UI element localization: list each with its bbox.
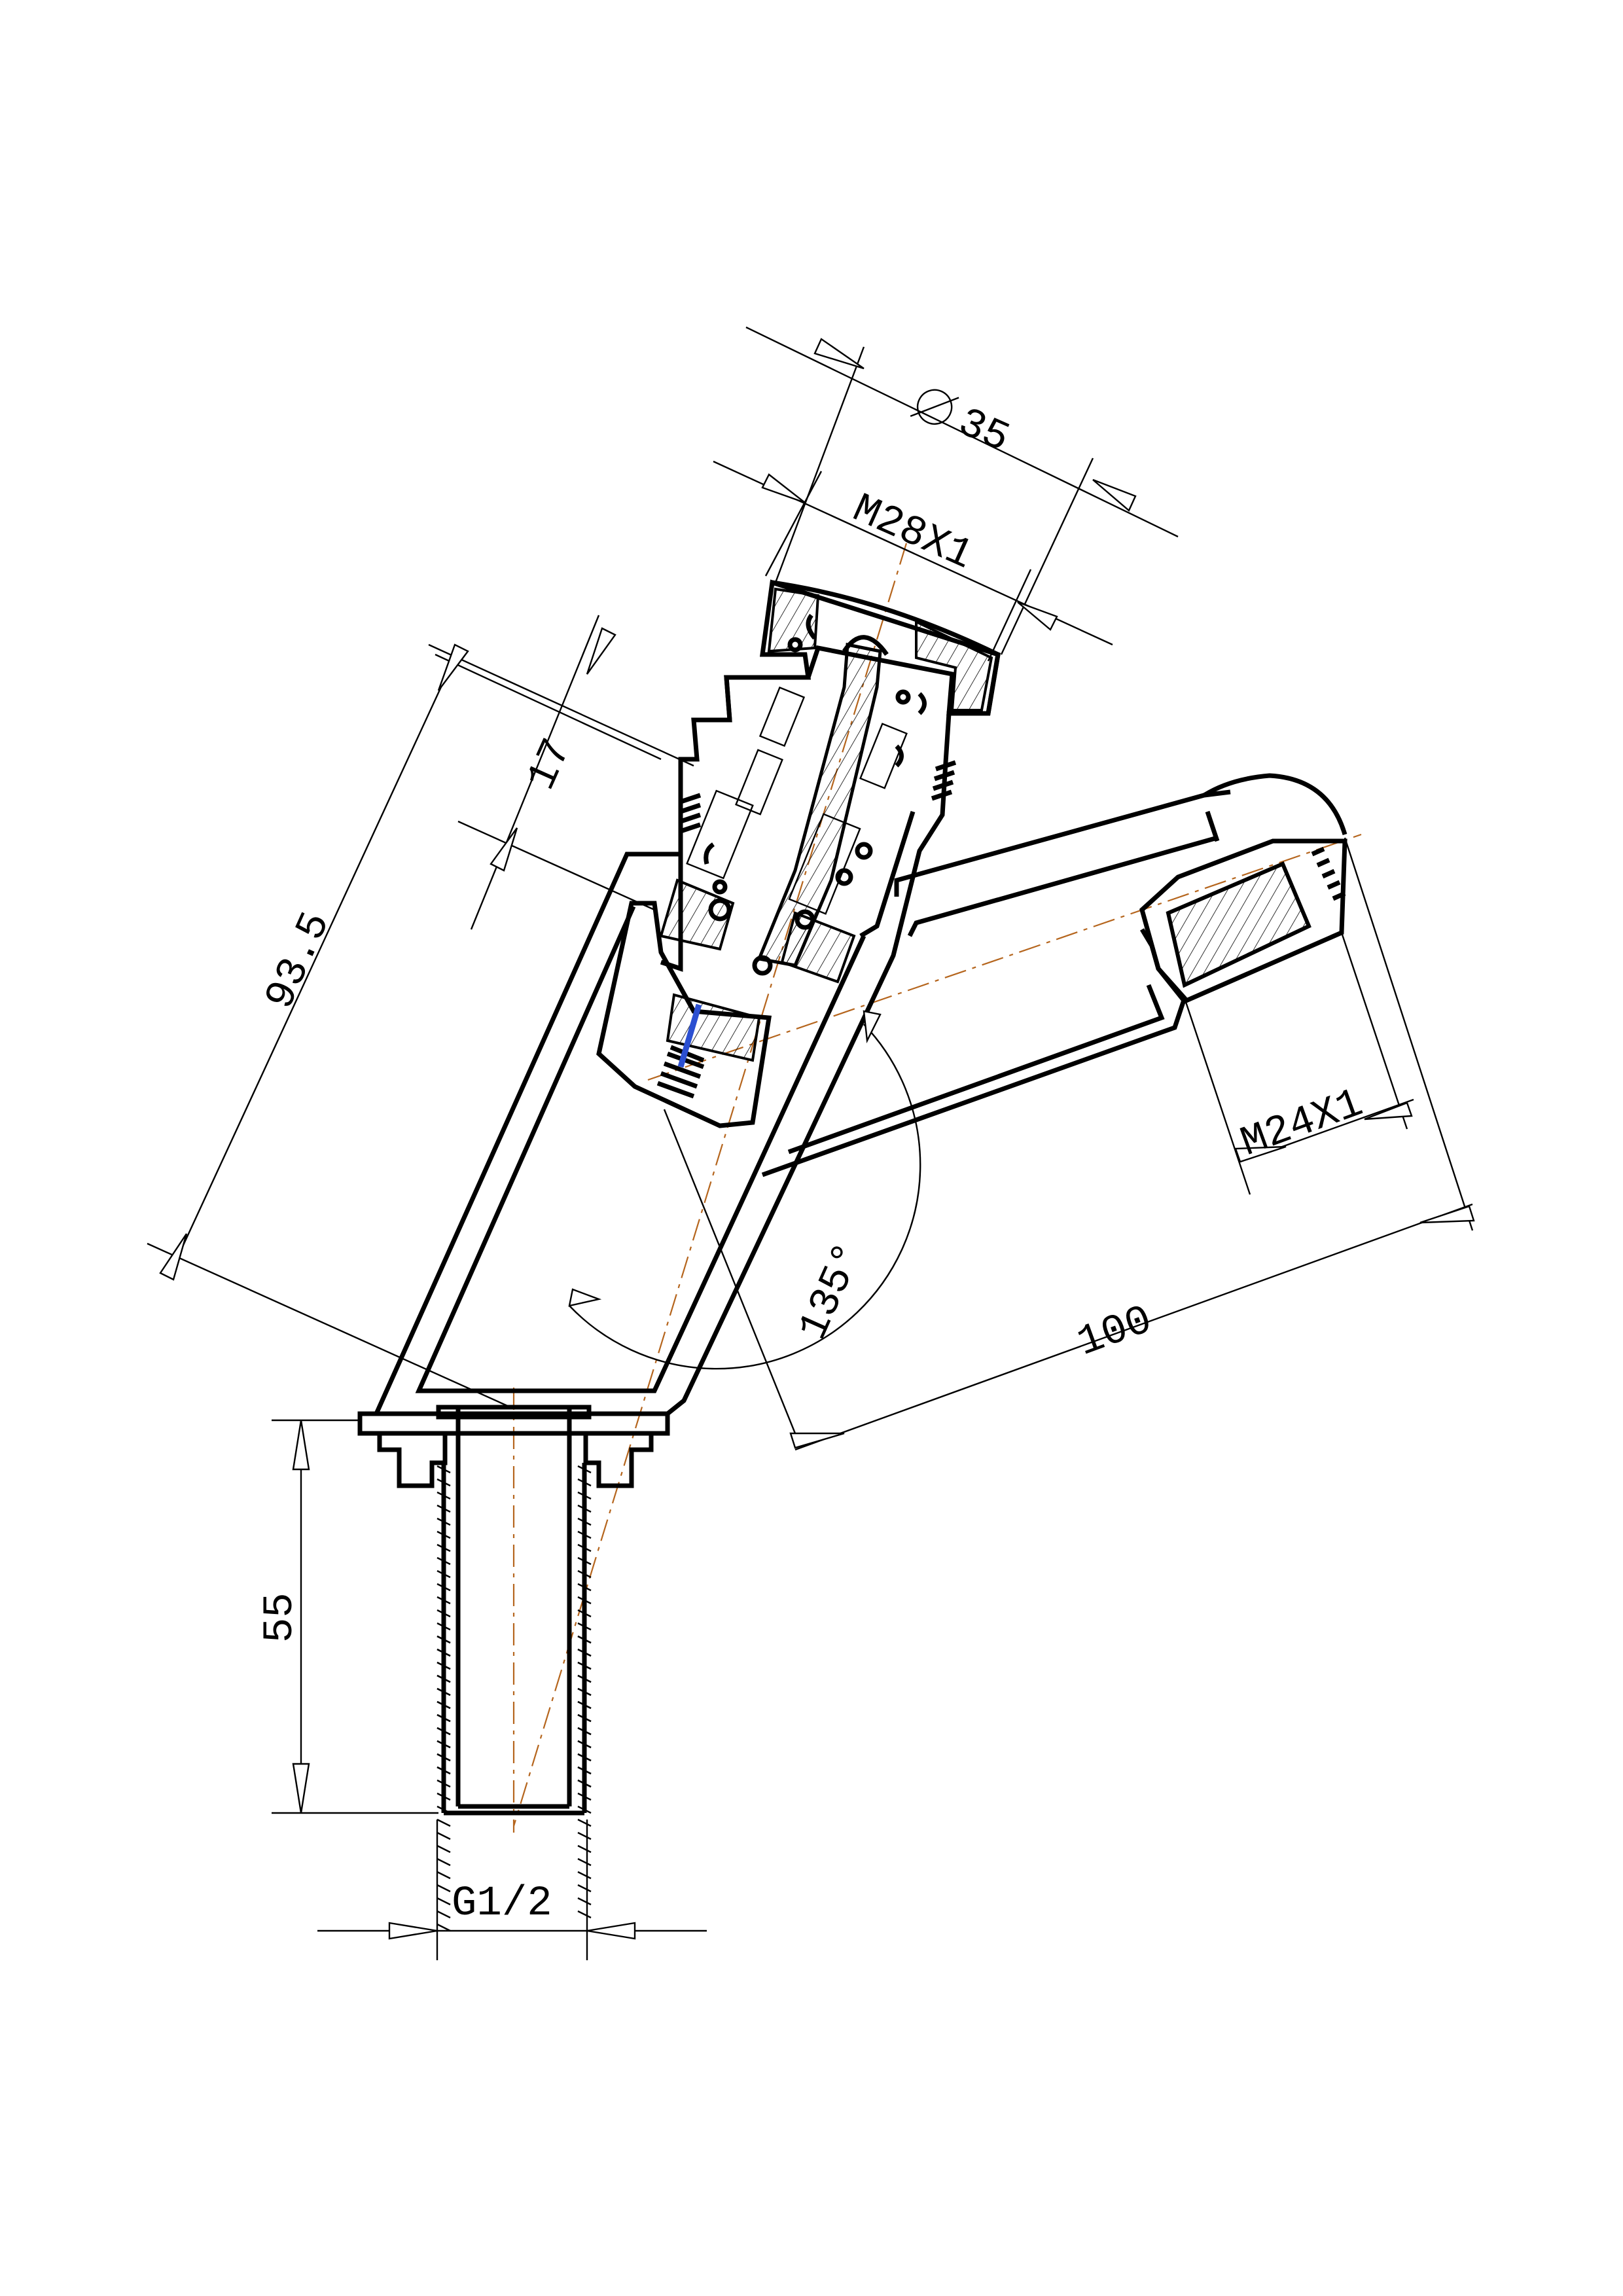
base-flange (357, 1411, 670, 1436)
cap-section-right (915, 619, 993, 711)
spout-inner-lower (787, 984, 1165, 1155)
cartridge-chamber (596, 901, 772, 1128)
aerator-insert (1166, 861, 1311, 988)
body-thread-marks (679, 760, 957, 834)
return-spring (656, 1003, 705, 1099)
aerator-thread (1311, 846, 1346, 901)
dimension-spout-length: 100 (789, 837, 1475, 1451)
shank-thread-right-2 (577, 1635, 592, 1919)
dim-spout-length-text: 100 (1071, 1297, 1158, 1367)
dim-inlet-thread-text: G1/2 (452, 1880, 552, 1928)
flange-right-nut (583, 1431, 654, 1488)
shank-collar (436, 1405, 592, 1420)
spout-inner-upper (907, 835, 1218, 937)
dimension-cap-height: 17 (428, 615, 694, 930)
spout-inner-step (1205, 810, 1220, 842)
dim-cartridge-thread-text: M28X1 (846, 486, 980, 580)
dim-angle-text: 135° (790, 1236, 874, 1348)
faucet-spout (761, 773, 1347, 1177)
dim-body-length-text: 93.5 (257, 906, 340, 1017)
cap-section-left (767, 587, 820, 653)
centerlines (512, 543, 1362, 1833)
shank-thread-left-2 (437, 1635, 451, 1932)
spout-upper-wall (894, 789, 1231, 897)
dimension-shank-length: 55 (257, 1419, 438, 1814)
aerator-housing (1139, 838, 1347, 1005)
body-inner-wall (415, 905, 866, 1393)
spout-tip-outer (1203, 773, 1347, 835)
dimension-inlet-thread: G1/2 (317, 1820, 707, 1960)
body-centerline (512, 543, 908, 1827)
dimension-aerator-thread: M24X1 (1183, 932, 1414, 1195)
cartridge-cap (724, 580, 1001, 721)
dim-aerator-thread-text: M24X1 (1235, 1080, 1369, 1167)
mounting-shank (357, 1405, 670, 1932)
flange-left-nut (377, 1431, 448, 1488)
cartridge-internals (659, 613, 927, 1062)
spindle-dome (842, 635, 889, 656)
dim-shank-length-text: 55 (257, 1592, 304, 1643)
cartridge-sleeve-right (859, 810, 916, 939)
faucet-body (372, 579, 1001, 1416)
spring-rod (677, 1003, 702, 1068)
